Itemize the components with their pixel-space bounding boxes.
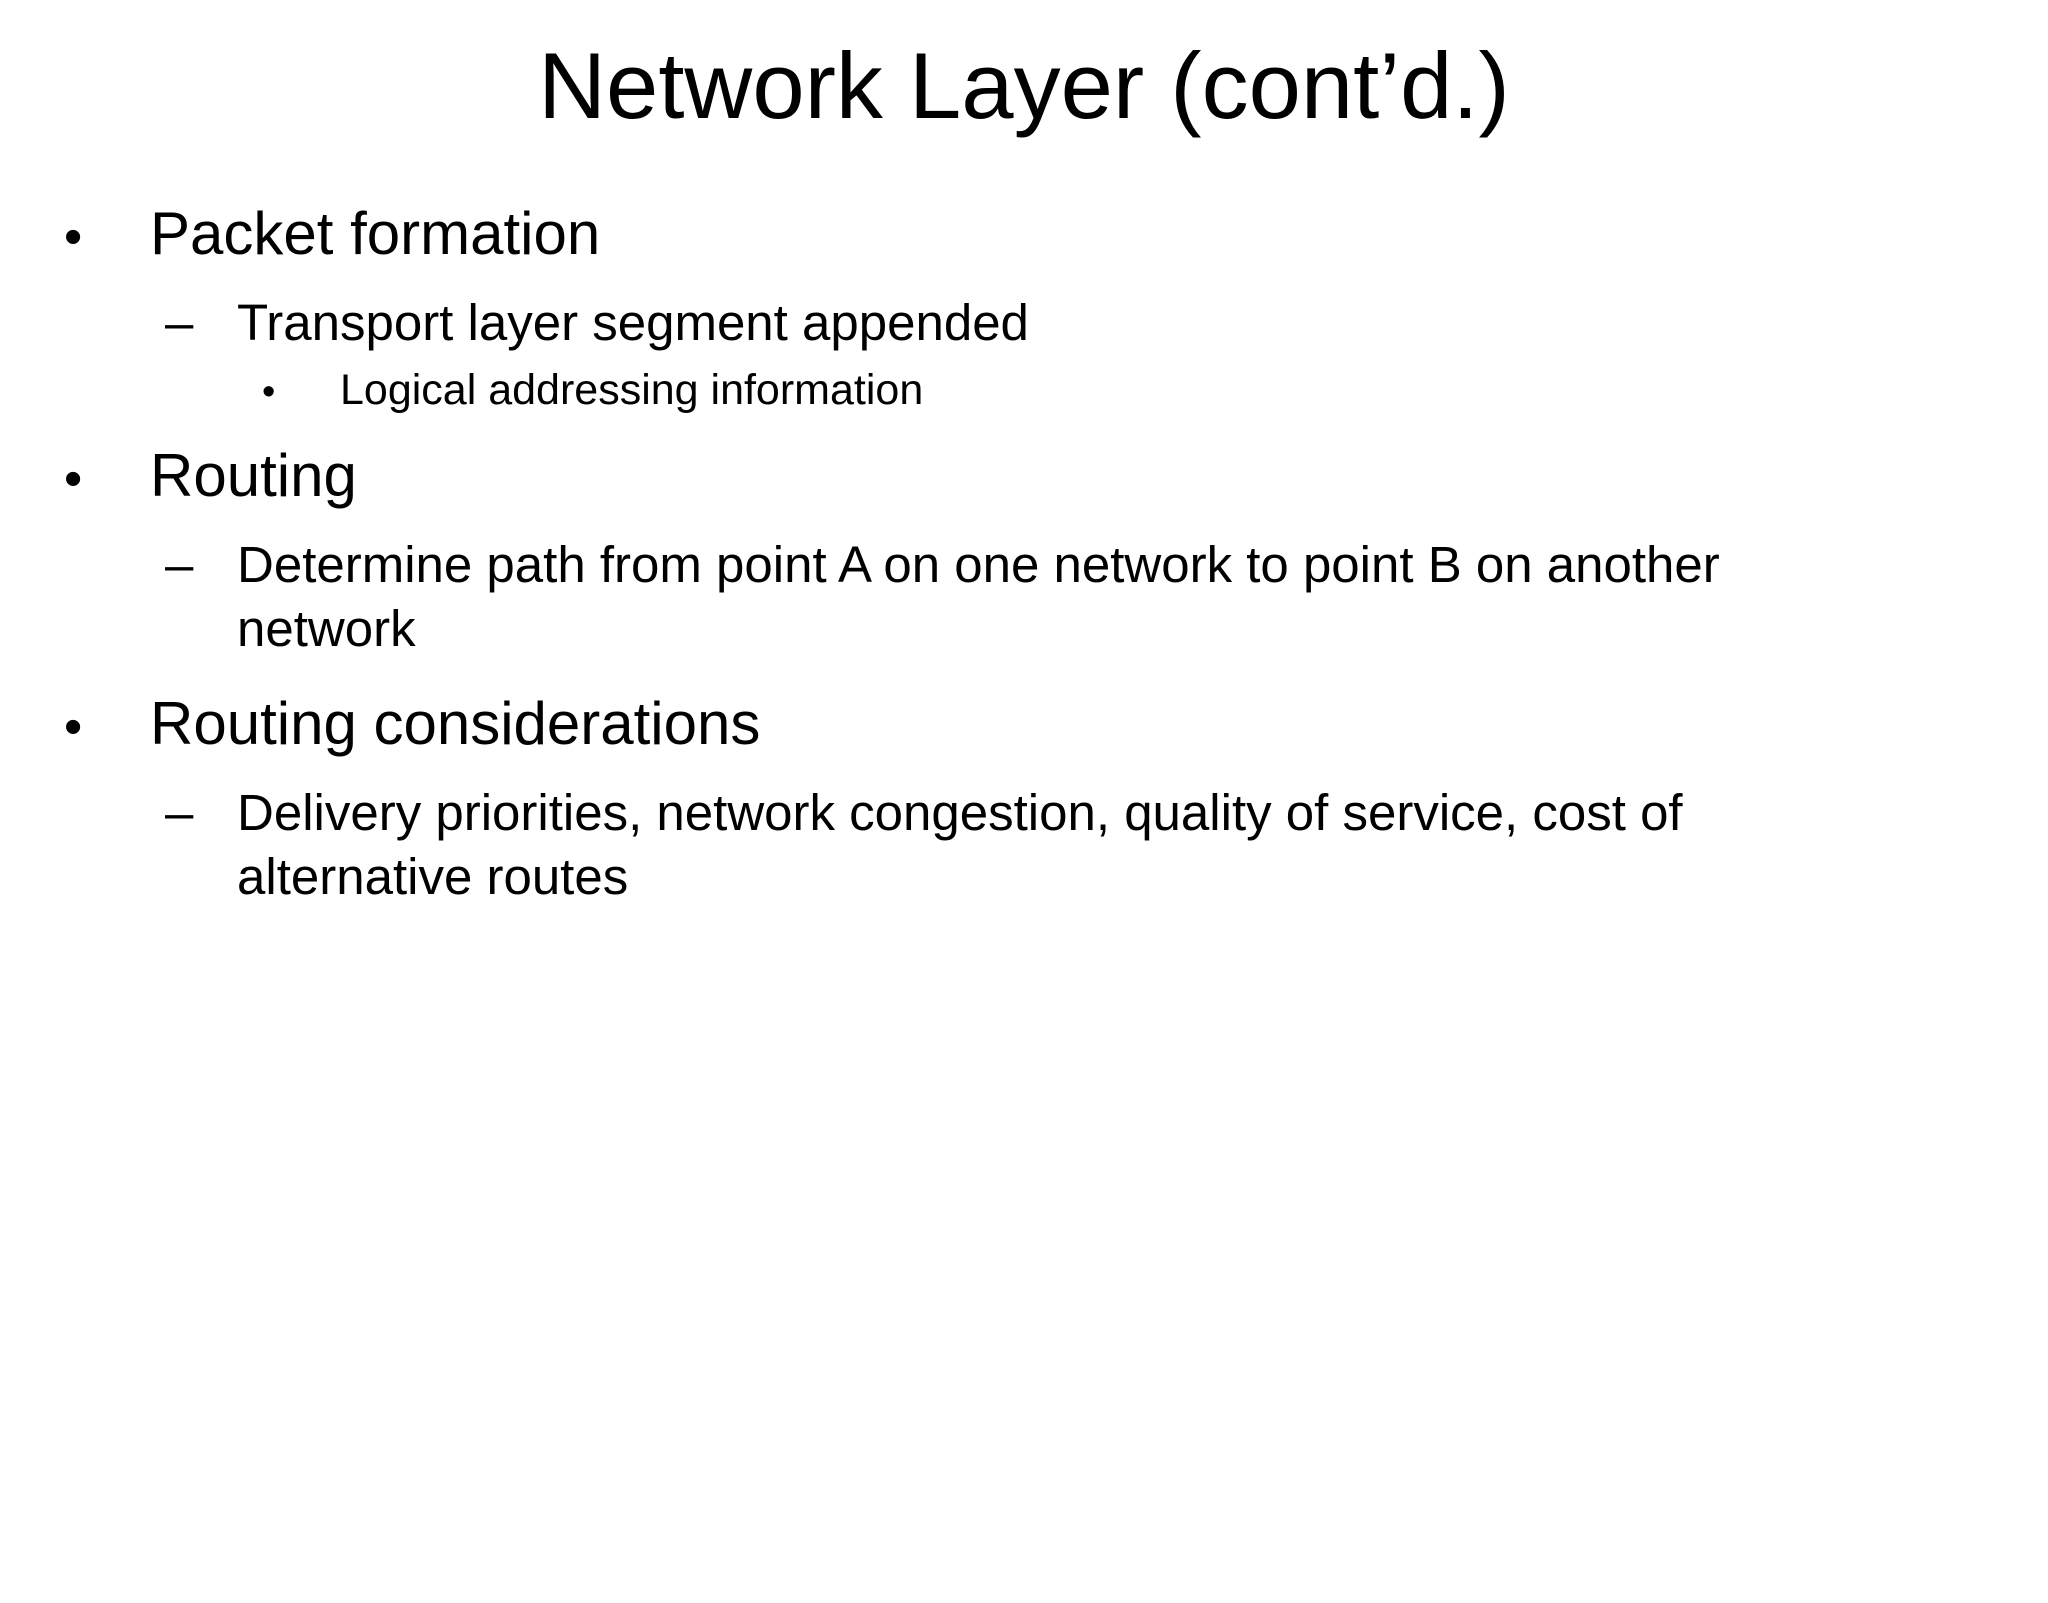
slide-title: Network Layer (cont’d.) bbox=[538, 33, 1510, 138]
dot-bullet-icon: • bbox=[262, 370, 276, 413]
bullet-text: Routing considerations bbox=[150, 689, 761, 757]
bullet-text: Routing bbox=[150, 441, 357, 509]
dash-bullet-icon: – bbox=[165, 293, 194, 351]
bullet-text: Delivery priorities, network congestion,… bbox=[237, 783, 1683, 905]
bullet-item: –Delivery priorities, network congestion… bbox=[0, 781, 2048, 909]
bullet-text: Logical addressing information bbox=[340, 365, 924, 414]
bullet-item: • Packet formation bbox=[0, 196, 2048, 275]
dot-bullet-icon: • bbox=[64, 449, 83, 508]
bullet-item: • Routing considerations bbox=[0, 686, 2048, 765]
bullet-item: –Determine path from point A on one netw… bbox=[0, 533, 2048, 661]
bullet-text: Determine path from point A on one netwo… bbox=[237, 535, 1720, 657]
bullet-text: Transport layer segment appended bbox=[237, 293, 1029, 351]
dash-bullet-icon: – bbox=[165, 535, 194, 593]
bullet-item: • Logical addressing information bbox=[0, 363, 2048, 419]
dot-bullet-icon: • bbox=[64, 697, 83, 756]
dot-bullet-icon: • bbox=[64, 207, 83, 266]
dash-bullet-icon: – bbox=[165, 783, 194, 841]
bullet-item: –Transport layer segment appended bbox=[0, 291, 2048, 355]
bullet-item: • Routing bbox=[0, 438, 2048, 517]
bullet-text: Packet formation bbox=[150, 199, 601, 267]
bullet-list: •Packet formation–Transport layer segmen… bbox=[0, 196, 2048, 909]
